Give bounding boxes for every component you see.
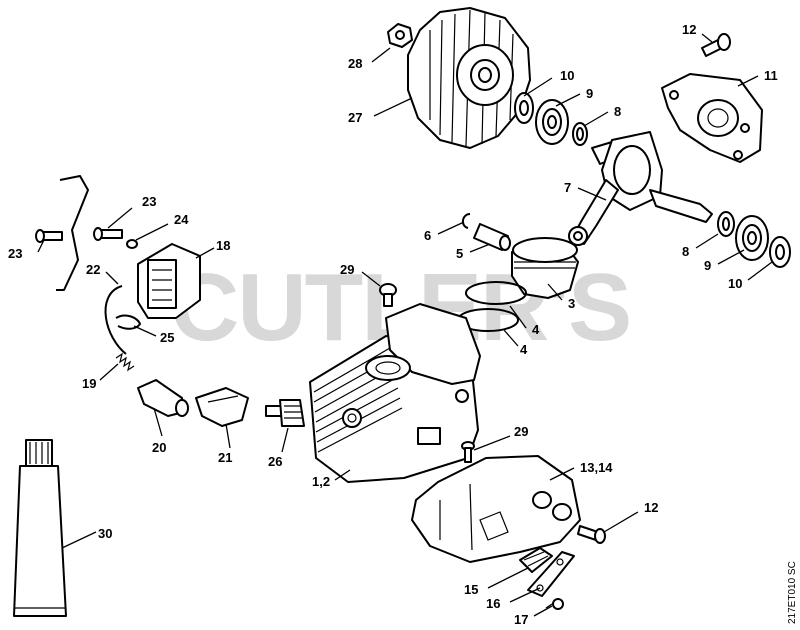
part-12-screw-lower <box>577 525 606 544</box>
part-13-14-muffler <box>411 455 581 563</box>
callout-4-upper: 4 <box>532 322 540 337</box>
part-29-screw-upper <box>379 283 397 307</box>
part-9-ball-bearing-lower <box>735 215 769 261</box>
part-6-circlip <box>462 213 471 229</box>
callout-1-2: 1,2 <box>312 474 330 489</box>
part-17-screw <box>545 598 564 610</box>
callout-22: 22 <box>86 262 100 277</box>
callout-24: 24 <box>174 212 189 227</box>
part-16-cover-plate <box>527 551 575 597</box>
part-29-screw-lower <box>461 441 475 463</box>
callout-6: 6 <box>424 228 431 243</box>
callout-10-lower: 10 <box>728 276 742 291</box>
callout-9-lower: 9 <box>704 258 711 273</box>
part-7-crankshaft <box>568 131 713 246</box>
part-4-piston-ring-upper <box>465 281 527 305</box>
part-23-screw-top <box>93 227 123 241</box>
part-11-crankcase-half <box>661 73 763 163</box>
part-21-spark-plug-cover <box>195 387 249 427</box>
part-5-piston-pin <box>473 223 511 251</box>
callout-23-top: 23 <box>142 194 156 209</box>
callout-28: 28 <box>348 56 362 71</box>
callout-7: 7 <box>564 180 571 195</box>
callout-10-top: 10 <box>560 68 574 83</box>
callout-21: 21 <box>218 450 232 465</box>
callout-8-lower: 8 <box>682 244 689 259</box>
part-20-spark-plug-boot <box>137 379 189 417</box>
callout-15: 15 <box>464 582 478 597</box>
part-8-circlip-top <box>572 122 588 146</box>
part-27-flywheel <box>407 7 531 149</box>
part-23-screw-left <box>35 175 89 291</box>
callout-16: 16 <box>486 596 500 611</box>
part-30-grease-tube <box>13 439 67 617</box>
callout-29-lower: 29 <box>514 424 528 439</box>
part-1-2-cylinder <box>309 303 481 483</box>
part-9-ball-bearing-top <box>535 99 569 145</box>
part-19-spring <box>115 352 135 372</box>
callout-13-14: 13,14 <box>580 460 613 475</box>
callout-8-top: 8 <box>614 104 621 119</box>
callout-9-top: 9 <box>586 86 593 101</box>
part-22-ignition-lead <box>104 285 127 355</box>
part-10-oil-seal-lower <box>769 236 791 268</box>
callout-27: 27 <box>348 110 362 125</box>
callout-12-top: 12 <box>682 22 696 37</box>
callout-5: 5 <box>456 246 463 261</box>
part-10-oil-seal-top <box>514 92 534 124</box>
callout-12-lower: 12 <box>644 500 658 515</box>
callout-20: 20 <box>152 440 166 455</box>
callout-25: 25 <box>160 330 174 345</box>
callout-29-upper: 29 <box>340 262 354 277</box>
part-26-spark-plug <box>265 399 305 427</box>
part-18-ignition-module <box>137 243 201 319</box>
callout-18: 18 <box>216 238 230 253</box>
callout-19: 19 <box>82 376 96 391</box>
callout-11: 11 <box>764 68 778 83</box>
part-24-washer <box>126 239 138 249</box>
callout-26: 26 <box>268 454 282 469</box>
callout-17: 17 <box>514 612 528 627</box>
callout-23-left: 23 <box>8 246 22 261</box>
callout-30: 30 <box>98 526 112 541</box>
part-3-piston <box>511 237 579 299</box>
leader-lines <box>37 33 773 617</box>
part-25-spring-clip <box>115 314 141 330</box>
part-8-circlip-lower <box>717 211 735 237</box>
callout-4-lower: 4 <box>520 342 528 357</box>
callout-3: 3 <box>568 296 575 311</box>
reference-code: 217ET010 SC <box>787 561 798 624</box>
part-12-screw-top <box>701 33 731 57</box>
part-28-nut <box>387 23 413 48</box>
